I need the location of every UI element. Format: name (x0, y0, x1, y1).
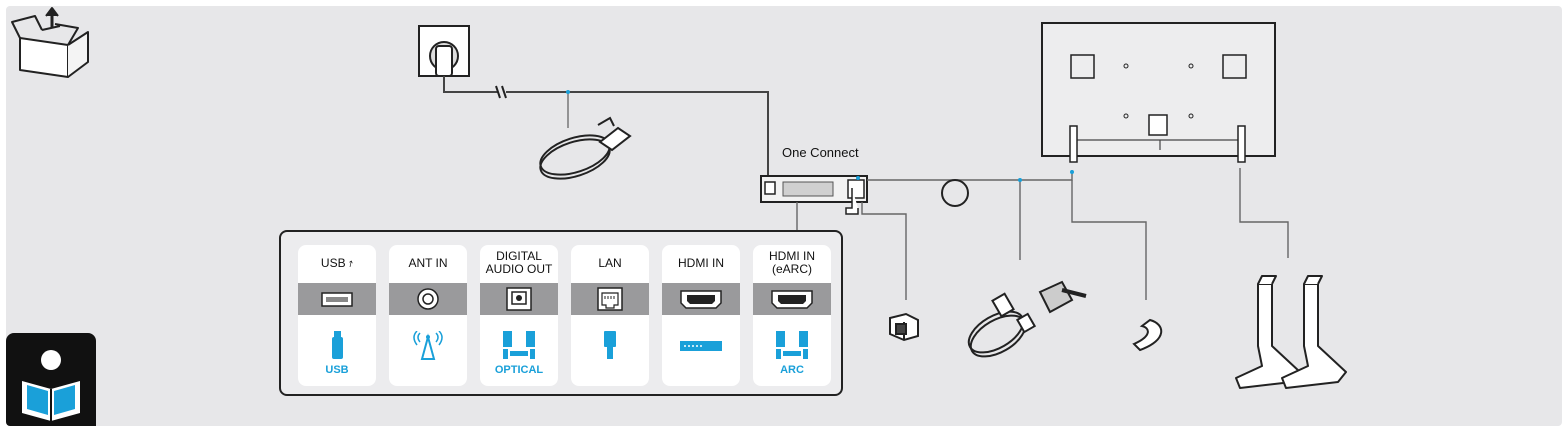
one-connect-cable-icon (967, 280, 1087, 358)
port-title: ANT IN (408, 256, 448, 270)
device-label: ARC (780, 364, 804, 376)
antenna-tower-icon (413, 331, 443, 360)
hdmi-earc-port-icon (771, 290, 813, 309)
hdmi-port-icon (680, 290, 722, 309)
port-card-1: ANT IN (389, 245, 467, 386)
power-cable (443, 76, 769, 178)
soundbar-speakers-icon (776, 331, 808, 359)
usb-stick-icon (332, 331, 343, 359)
power-cord-coil-icon (539, 116, 632, 180)
cable-loop-icon (941, 179, 969, 207)
lan-cable-icon (604, 331, 616, 359)
port-title: HDMI IN (769, 249, 815, 263)
read-manual-icon (6, 333, 96, 426)
speaker-system-icon (503, 331, 535, 359)
port-title: LAN (598, 256, 622, 270)
lan-port-icon (597, 287, 623, 311)
tv-back-panel (1041, 22, 1276, 163)
usb-port-icon (321, 292, 353, 307)
device-label: OPTICAL (494, 364, 544, 376)
port-card-0: USB ⭎ USB (298, 245, 376, 386)
device-label: USB (325, 364, 349, 376)
one-connect-box (760, 175, 868, 215)
unboxing-icon (11, 7, 89, 78)
port-card-3: LAN (571, 245, 649, 386)
port-card-5: HDMI IN(eARC) ARC (753, 245, 831, 386)
cable-guide-icon (1132, 318, 1163, 352)
antenna-socket-icon (417, 288, 439, 310)
port-title: (eARC) (771, 262, 812, 276)
port-title: HDMI IN (678, 256, 724, 270)
port-title: AUDIO OUT (485, 262, 553, 276)
optical-port-icon (506, 287, 532, 311)
port-title: USB ⭎ (320, 256, 354, 270)
port-title: DIGITAL (496, 249, 542, 263)
person-reading-icon (22, 350, 80, 421)
tv-stand-legs-icon (1235, 275, 1347, 389)
set-top-box-icon (680, 341, 722, 351)
port-card-4: HDMI IN (662, 245, 740, 386)
one-connect-label: One Connect (782, 145, 859, 160)
wall-outlet-icon (418, 25, 470, 77)
connection-leaders (796, 168, 1289, 300)
cable-holder-clip-icon (889, 312, 919, 342)
